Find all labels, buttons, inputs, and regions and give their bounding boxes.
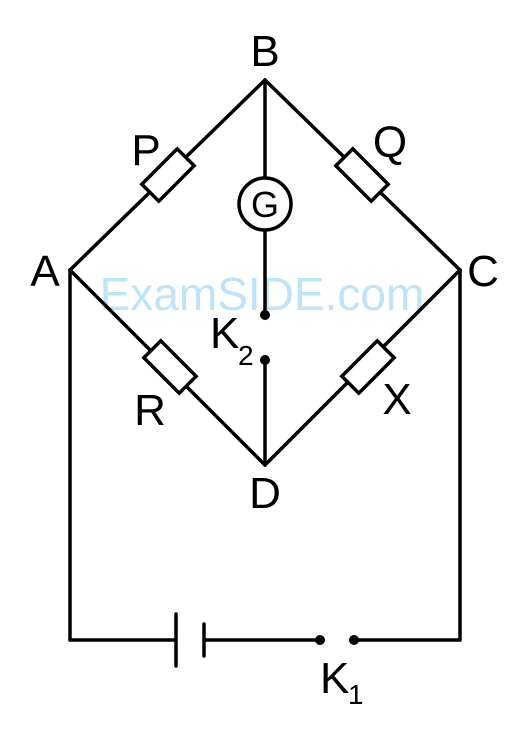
key-label-k2: K 2 (210, 309, 254, 371)
resistor-label-r: R (134, 386, 166, 435)
node-label-b: B (250, 27, 279, 76)
resistor-p (139, 146, 197, 204)
key-label-k1: K 1 (320, 654, 364, 710)
resistor-label-p: P (131, 126, 160, 175)
galvanometer (237, 176, 293, 232)
key-k2 (260, 310, 270, 365)
key-k2-main: K (210, 309, 239, 358)
resistor-q (333, 146, 391, 204)
resistor-x (339, 338, 397, 396)
node-label-d: D (249, 469, 281, 518)
node-label-a: A (30, 247, 60, 296)
key-k1-sub: 1 (348, 679, 364, 710)
key-k2-sub: 2 (238, 340, 254, 371)
key-k1-main: K (320, 654, 349, 703)
galvanometer-label: G (251, 184, 279, 225)
resistor-label-x: X (382, 375, 411, 424)
battery-loop-wires (68, 268, 462, 642)
battery-cell (174, 612, 206, 668)
resistor-r (141, 338, 199, 396)
key-k1 (315, 635, 359, 645)
resistor-label-q: Q (373, 118, 407, 167)
node-label-c: C (467, 247, 499, 296)
